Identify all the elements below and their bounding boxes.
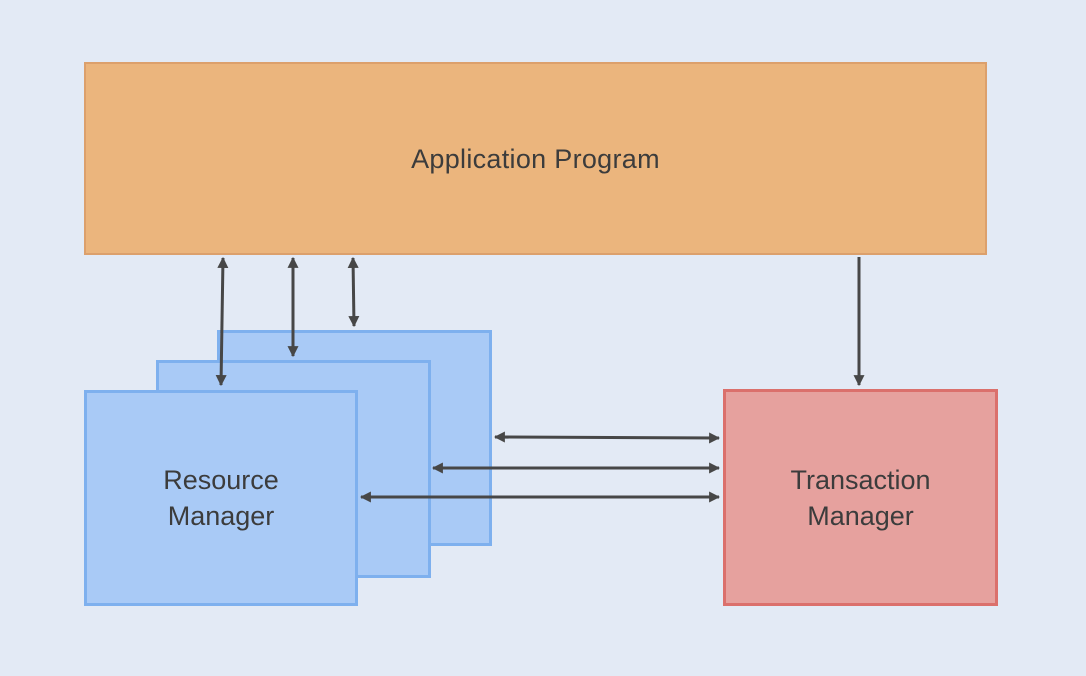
resource-manager-1-transaction-manager-arrow xyxy=(493,431,721,444)
transaction-manager-box: Transaction Manager xyxy=(723,389,998,606)
transaction-manager-label: Transaction Manager xyxy=(790,464,931,531)
application-program-label: Application Program xyxy=(411,143,660,174)
resource-manager-box-front: Resource Manager xyxy=(84,390,358,606)
app-to-resource-manager-3-arrow xyxy=(347,256,360,328)
resource-manager-label: Resource Manager xyxy=(163,465,279,531)
app-to-resource-manager-1-arrow xyxy=(215,256,229,387)
application-program-box: Application Program xyxy=(84,62,987,255)
